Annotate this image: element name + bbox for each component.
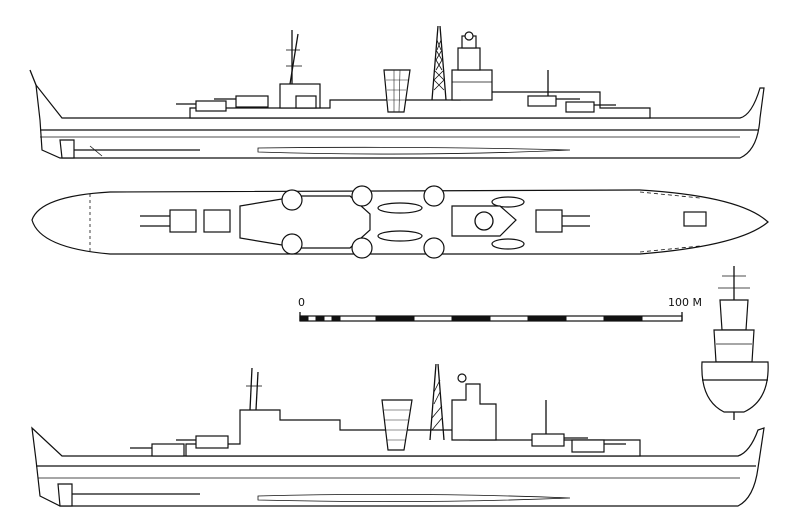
boats-plan	[377, 196, 525, 250]
hull-upper	[35, 82, 765, 159]
profile-view-upper	[29, 25, 765, 159]
scale-end-label: 100 M	[668, 296, 702, 309]
mainmast-upper	[431, 25, 447, 101]
deck-outline-plan	[31, 189, 769, 255]
turrets-plan	[140, 209, 590, 233]
scale-start-label: 0	[298, 296, 305, 309]
section-view	[701, 266, 769, 420]
main-turret-fwd-upper	[176, 95, 269, 112]
profile-view-lower	[31, 363, 765, 507]
hull-lower	[31, 426, 765, 507]
aft-tower-upper	[451, 31, 493, 101]
funnel-upper	[383, 69, 411, 113]
bilge-keel-upper	[257, 146, 571, 155]
scale-bar: 0 100 M	[298, 296, 702, 322]
main-turret-aft-upper	[527, 70, 616, 113]
secondary-mounts-plan	[281, 185, 445, 259]
bridge-upper	[279, 30, 321, 109]
plan-view	[31, 185, 769, 259]
